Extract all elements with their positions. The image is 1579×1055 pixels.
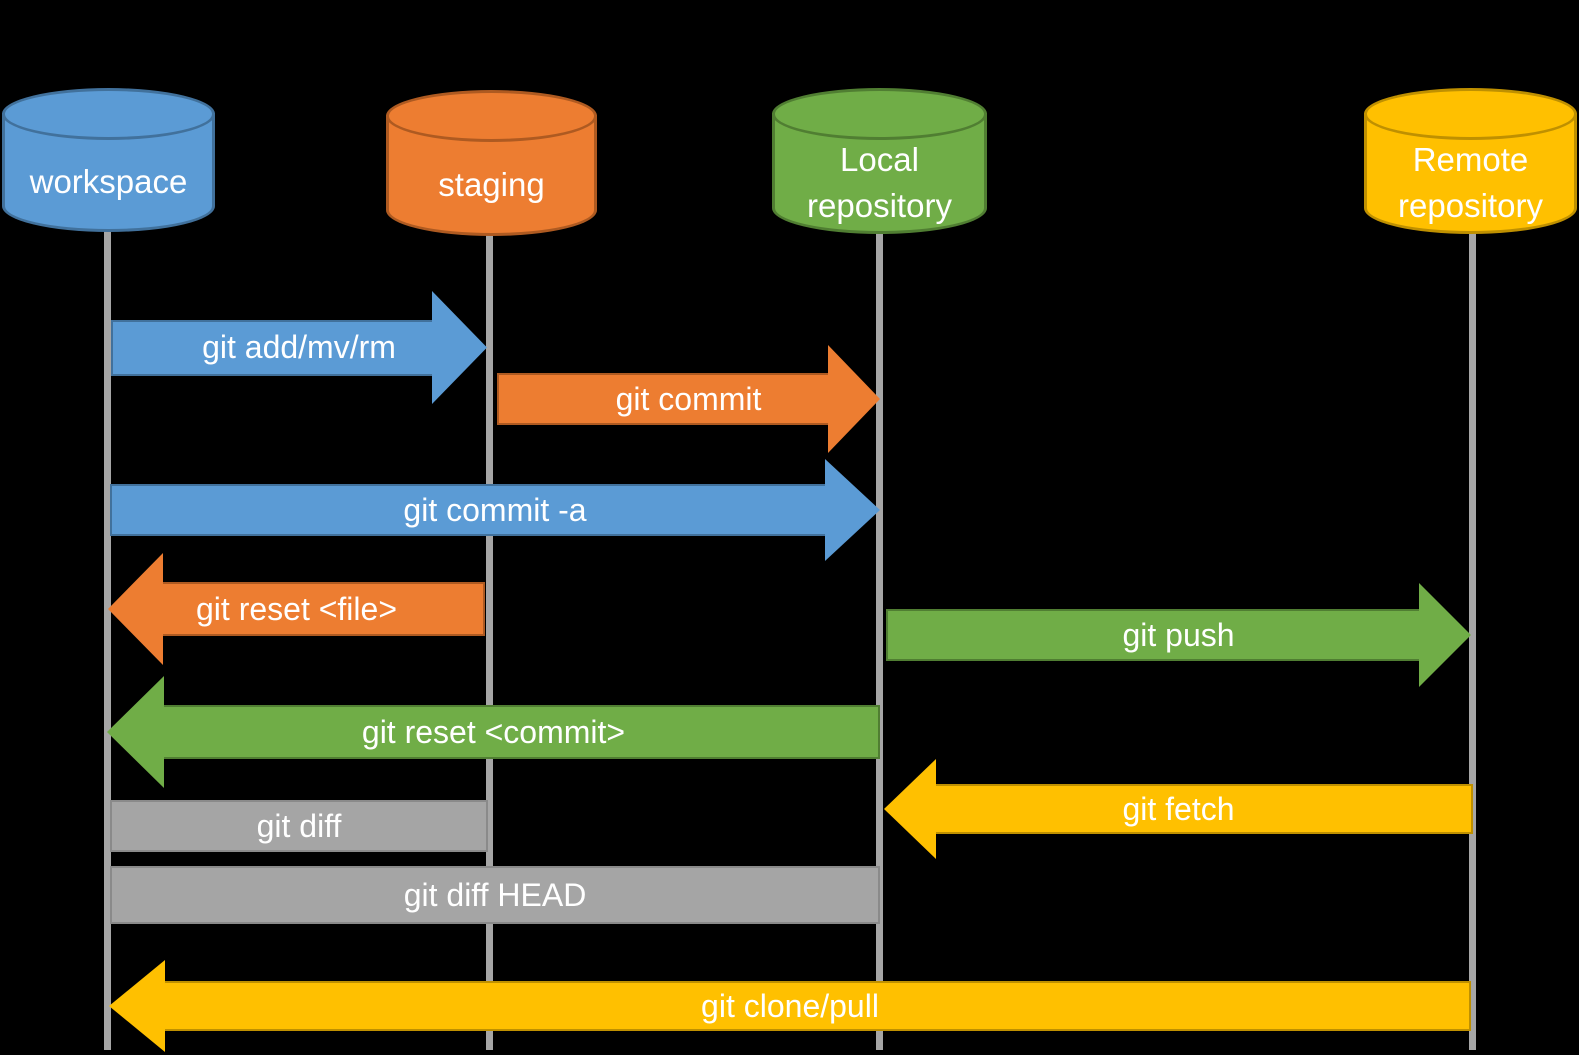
arrow-git-commit: git commit (497, 345, 880, 453)
node-workspace: workspace (2, 88, 215, 232)
cylinder-top (2, 88, 215, 140)
arrow-body (934, 784, 1473, 834)
arrow-git-reset-commit: git reset <commit> (107, 676, 880, 788)
arrow-body (163, 981, 1471, 1031)
arrow-body (497, 373, 830, 425)
arrow-label: git fetch (1122, 790, 1235, 827)
lifeline-local-repository (876, 228, 883, 1050)
arrow-label: git reset <commit> (361, 713, 626, 750)
cylinder-top (772, 88, 987, 140)
arrow-label: git clone/pull (701, 987, 879, 1024)
arrow-body (161, 582, 485, 636)
cylinder-top (1364, 88, 1577, 140)
arrow-label: git commit (615, 380, 762, 417)
lifeline-remote-repository (1469, 228, 1476, 1050)
node-workspace-label: workspace (29, 163, 188, 201)
node-staging-label: staging (438, 166, 545, 204)
arrow-label: git add/mv/rm (202, 329, 396, 365)
arrow-git-push: git push (886, 583, 1471, 687)
arrow-body (111, 319, 434, 376)
arrow-git-fetch: git fetch (884, 759, 1473, 859)
arrow-label: git reset <file> (196, 590, 397, 627)
arrow-body (162, 705, 880, 759)
arrow-git-reset-file: git reset <file> (108, 553, 485, 665)
node-staging: staging (386, 90, 597, 236)
arrow-git-add-mv-rm: git add/mv/rm (111, 291, 487, 404)
arrow-git-clone-pull: git clone/pull (109, 960, 1471, 1052)
node-local-repository: Local repository (772, 88, 987, 234)
bar-git-diff-head: git diff HEAD (110, 866, 880, 924)
node-local-repository-label: Local repository (807, 141, 952, 224)
arrow-body (110, 484, 827, 536)
arrow-body (886, 609, 1421, 661)
lifeline-workspace (104, 228, 111, 1050)
node-remote-repository-label: Remote repository (1398, 141, 1543, 224)
bar-git-diff: git diff (110, 800, 488, 852)
node-remote-repository: Remote repository (1364, 88, 1577, 234)
arrow-git-commit-a: git commit -a (110, 459, 880, 561)
arrow-label: git commit -a (403, 491, 587, 528)
arrow-label: git push (1122, 616, 1235, 653)
cylinder-top (386, 90, 597, 142)
lifeline-staging (486, 228, 493, 1050)
